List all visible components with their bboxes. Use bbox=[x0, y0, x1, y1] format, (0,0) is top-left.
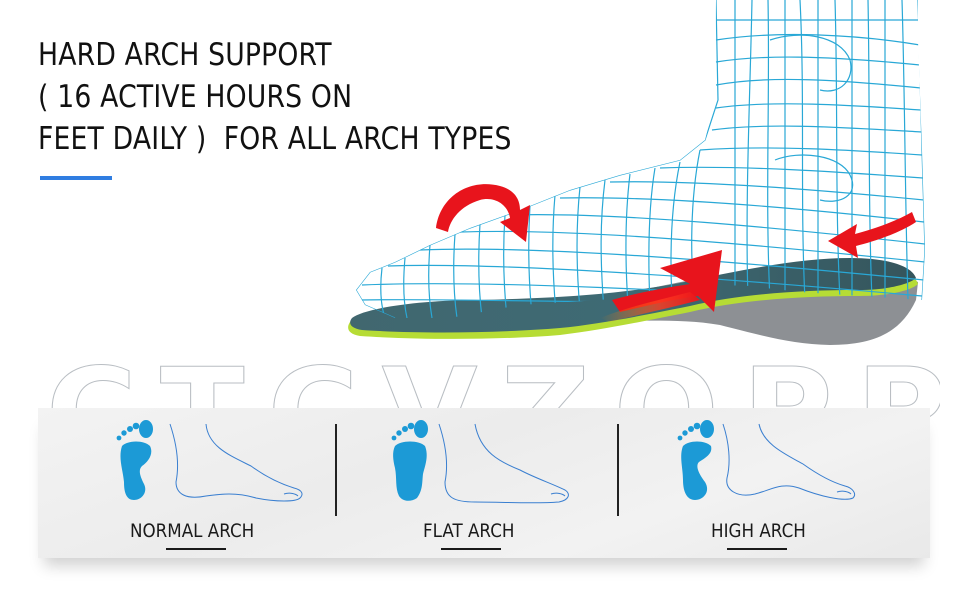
label-underline bbox=[441, 548, 502, 550]
footprint-high-icon bbox=[677, 420, 714, 500]
column-divider bbox=[335, 424, 337, 516]
foot-outline-flat-icon bbox=[438, 423, 570, 504]
arch-type-flat: FLAT ARCH bbox=[335, 408, 632, 558]
curved-arrow-icon bbox=[436, 184, 530, 242]
arch-label-normal: NORMAL ARCH bbox=[130, 520, 255, 542]
label-underline bbox=[166, 548, 226, 550]
headline: HARD ARCH SUPPORT ( 16 ACTIVE HOURS ON F… bbox=[38, 34, 512, 160]
foot-outline-normal-icon bbox=[169, 423, 303, 502]
accent-bar bbox=[40, 176, 112, 180]
arch-label-flat: FLAT ARCH bbox=[423, 520, 515, 542]
footprint-normal-icon bbox=[116, 420, 153, 500]
arch-type-normal: NORMAL ARCH bbox=[38, 408, 337, 558]
headline-line-2: ( 16 ACTIVE HOURS ON bbox=[38, 79, 353, 115]
footprint-flat-icon bbox=[391, 420, 429, 501]
heel-arrow-icon bbox=[828, 212, 916, 258]
headline-line-3: FEET DAILY ) FOR ALL ARCH TYPES bbox=[38, 121, 512, 157]
pressure-arrows bbox=[436, 184, 916, 322]
headline-line-1: HARD ARCH SUPPORT bbox=[38, 37, 332, 73]
arch-type-high: HIGH ARCH bbox=[633, 408, 930, 558]
arch-label-high: HIGH ARCH bbox=[710, 520, 806, 542]
column-divider bbox=[617, 424, 620, 516]
arch-types-panel: NORMAL ARCH FLAT ARCH HIGH A bbox=[38, 408, 930, 558]
label-underline bbox=[726, 548, 787, 550]
foot-outline-high-icon bbox=[722, 423, 855, 500]
